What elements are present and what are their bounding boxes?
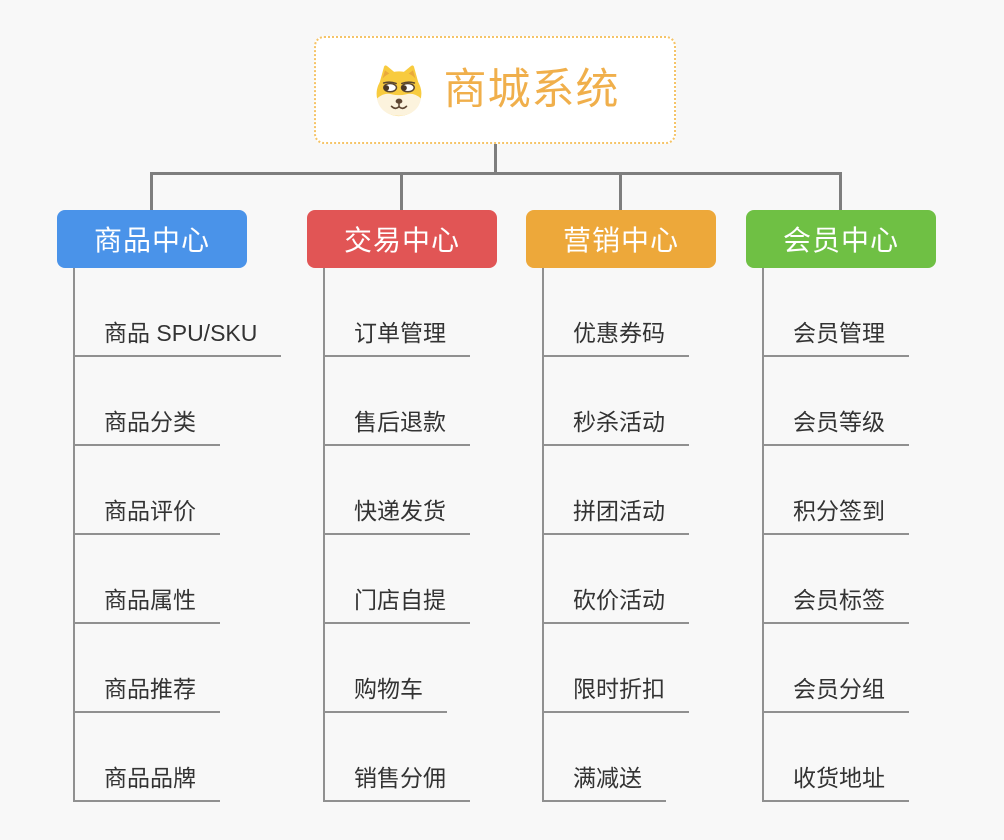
subtopic[interactable]: 售后退款 (323, 408, 470, 446)
root-topic[interactable]: 商城系统 (314, 36, 676, 144)
subtopic[interactable]: 拼团活动 (542, 497, 689, 535)
drop-line-4 (838, 172, 842, 210)
branch-topic[interactable]: 会员中心 (746, 210, 936, 268)
subtopic[interactable]: 商品评价 (73, 497, 220, 535)
subtopic[interactable]: 会员标签 (762, 586, 909, 624)
subtopic[interactable]: 商品 SPU/SKU (73, 319, 282, 357)
branch-topic-label: 营销中心 (562, 225, 679, 256)
subtopic[interactable]: 商品推荐 (73, 675, 220, 713)
branch-column-3: 营销中心 优惠券码秒杀活动拼团活动砍价活动限时折扣满减送 (526, 210, 716, 802)
branch-children: 订单管理售后退款快递发货门店自提购物车销售分佣 (323, 268, 470, 802)
branch-topic-label: 商品中心 (93, 225, 210, 256)
drop-line-2 (399, 172, 403, 210)
branch-column-4: 会员中心 会员管理会员等级积分签到会员标签会员分组收货地址 (746, 210, 936, 802)
subtopic[interactable]: 会员管理 (762, 319, 909, 357)
subtopic[interactable]: 会员等级 (762, 408, 909, 446)
branch-children: 优惠券码秒杀活动拼团活动砍价活动限时折扣满减送 (542, 268, 689, 802)
subtopic[interactable]: 购物车 (323, 675, 447, 713)
horizontal-rail-line (151, 172, 840, 175)
subtopic[interactable]: 限时折扣 (542, 675, 689, 713)
branch-column-2: 交易中心 订单管理售后退款快递发货门店自提购物车销售分佣 (307, 210, 497, 802)
root-stub-line (493, 144, 497, 175)
branch-topic-label: 交易中心 (343, 225, 460, 256)
branch-topic[interactable]: 交易中心 (307, 210, 497, 268)
drop-line-3 (618, 172, 622, 210)
subtopic[interactable]: 满减送 (542, 764, 666, 802)
branch-column-1: 商品中心 商品 SPU/SKU 商品分类商品评价商品属性商品推荐商品品牌 (57, 210, 282, 802)
branch-topic[interactable]: 营销中心 (526, 210, 716, 268)
subtopic[interactable]: 收货地址 (762, 764, 909, 802)
subtopic[interactable]: 商品品牌 (73, 764, 220, 802)
branch-children: 会员管理会员等级积分签到会员标签会员分组收货地址 (762, 268, 909, 802)
subtopic[interactable]: 订单管理 (323, 319, 470, 357)
subtopic[interactable]: 优惠券码 (542, 319, 689, 357)
subtopic[interactable]: 销售分佣 (323, 764, 470, 802)
subtopic[interactable]: 商品属性 (73, 586, 220, 624)
subtopic[interactable]: 快递发货 (323, 497, 470, 535)
branch-topic[interactable]: 商品中心 (57, 210, 247, 268)
drop-line-1 (149, 172, 153, 210)
subtopic[interactable]: 砍价活动 (542, 586, 689, 624)
branch-topic-label: 会员中心 (782, 225, 899, 256)
subtopic[interactable]: 会员分组 (762, 675, 909, 713)
branch-children: 商品 SPU/SKU 商品分类商品评价商品属性商品推荐商品品牌 (73, 268, 282, 802)
subtopic[interactable]: 秒杀活动 (542, 408, 689, 446)
subtopic[interactable]: 商品分类 (73, 408, 220, 446)
root-topic-label: 商城系统 (443, 65, 620, 114)
subtopic[interactable]: 门店自提 (323, 586, 470, 624)
shiba-dog-icon (376, 65, 421, 117)
subtopic[interactable]: 积分签到 (762, 497, 909, 535)
